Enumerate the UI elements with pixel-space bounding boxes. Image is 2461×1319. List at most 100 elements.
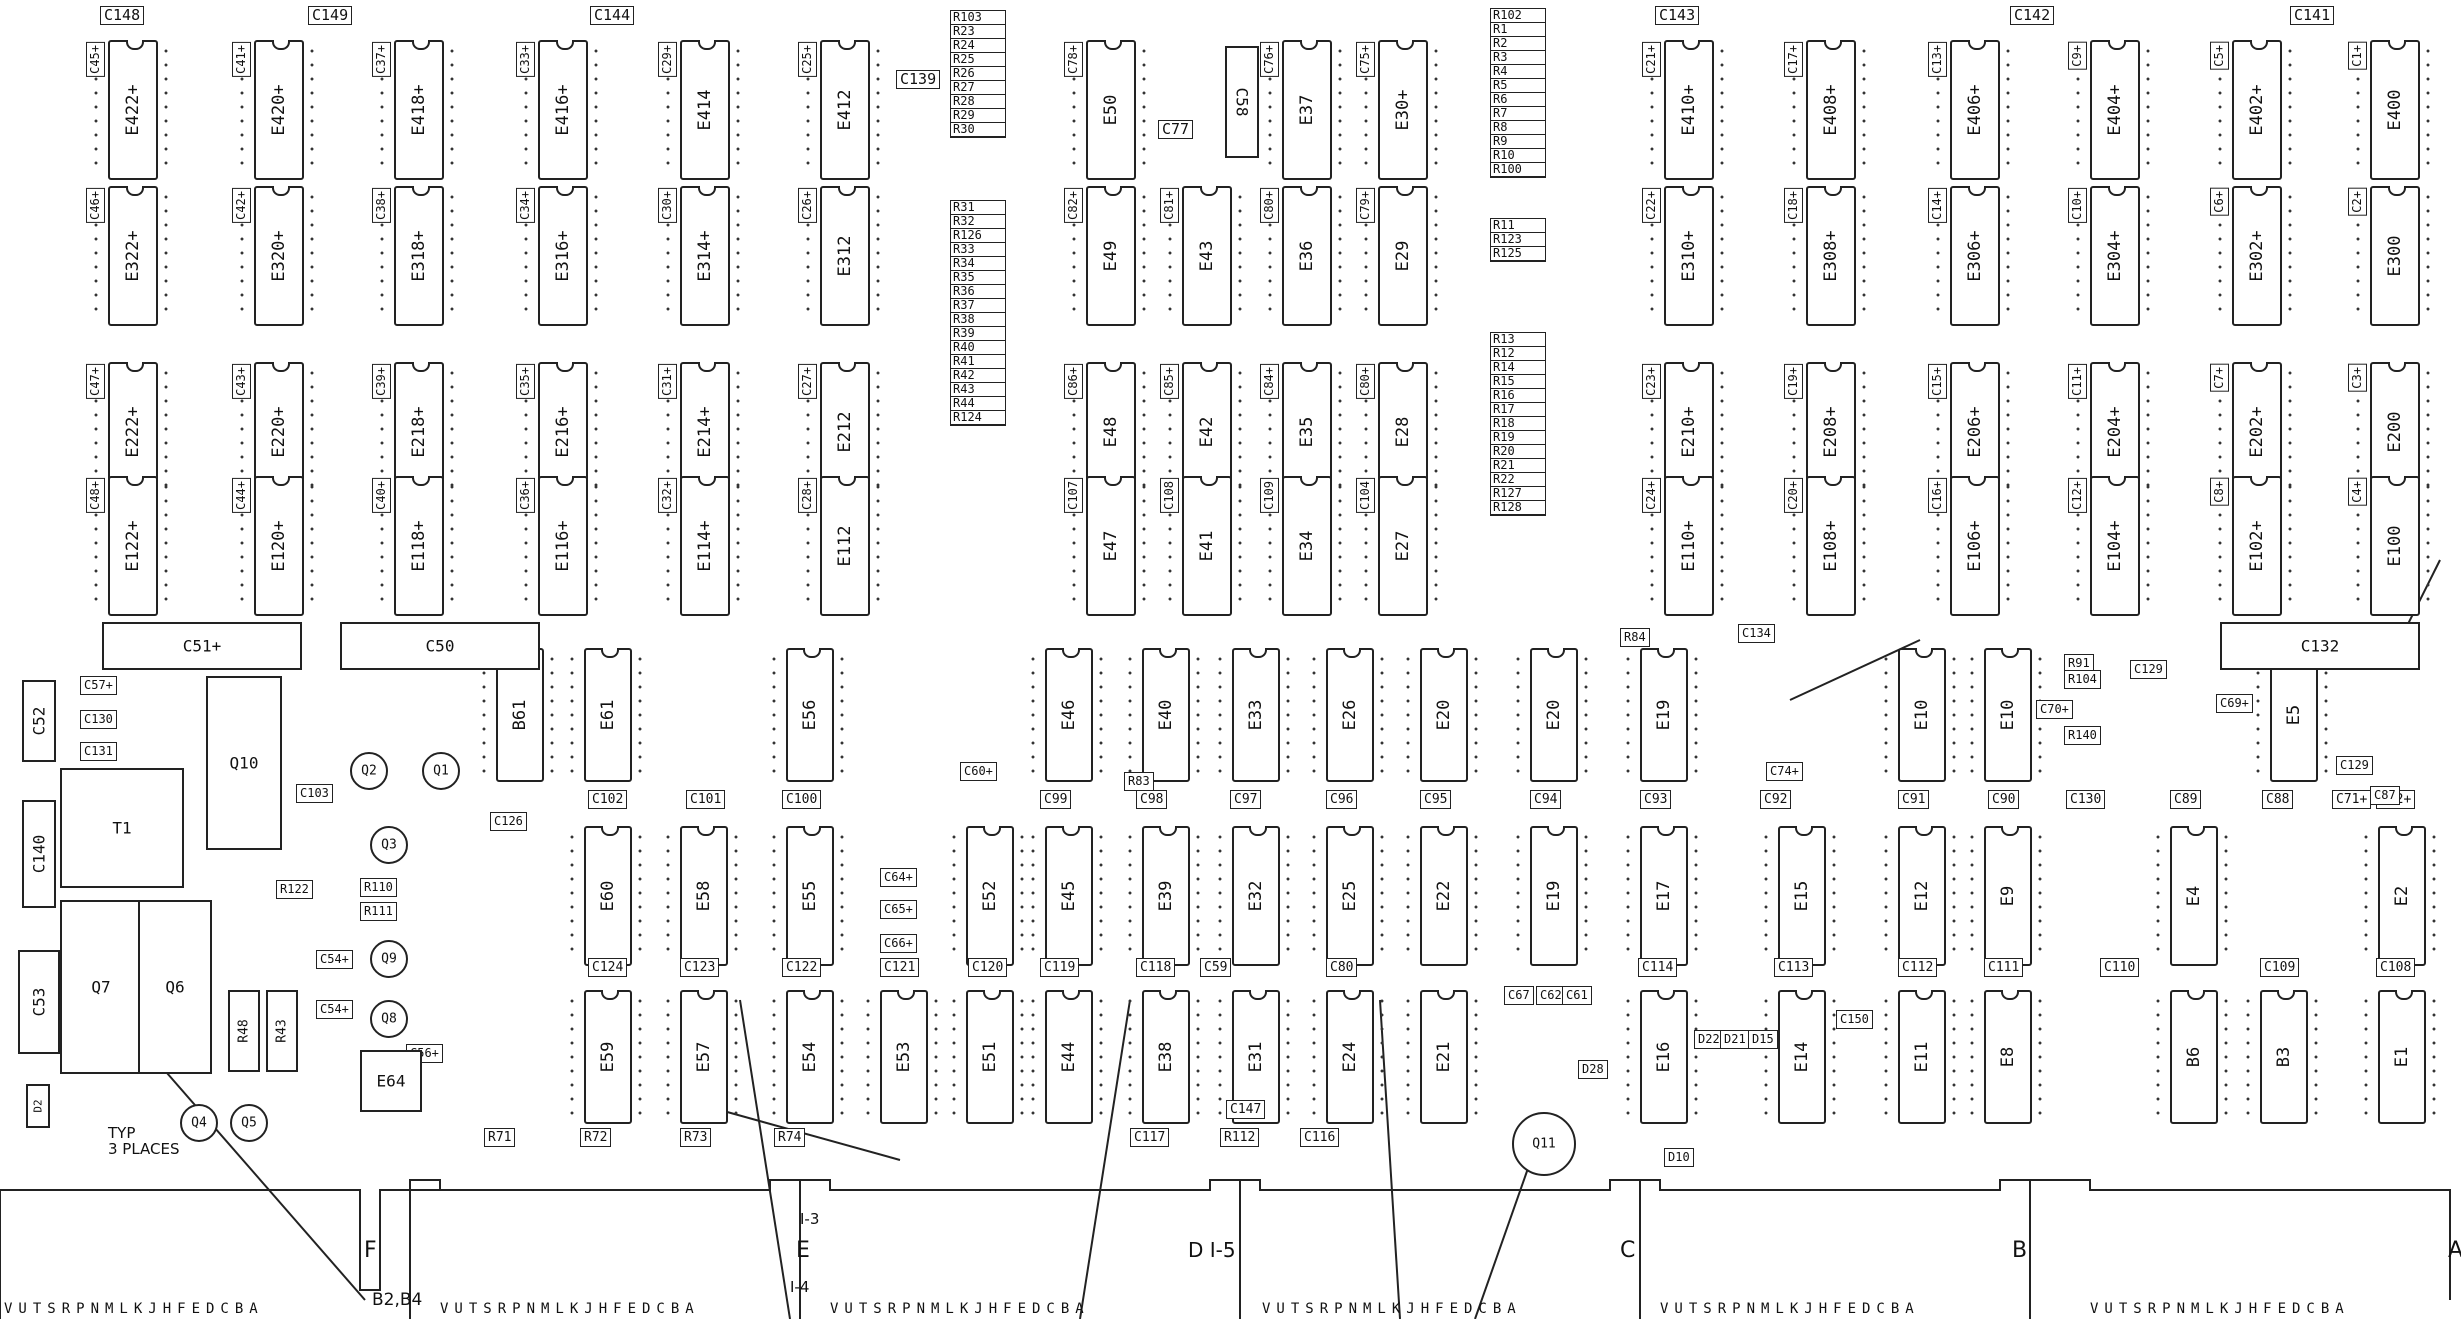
c139-label: C139 — [900, 70, 937, 88]
chip-row7-16-pins-right — [2428, 994, 2440, 1116]
chip-row7-4-label: E51 — [980, 1041, 1000, 1073]
transistor-q3-label: Q3 — [381, 837, 397, 853]
chip-row1-11-label: E406+ — [1965, 84, 1985, 136]
resistor-res_mid_b-11: R41 — [951, 355, 1005, 369]
chip-row2-15-pins-right — [2422, 190, 2434, 318]
chip-row3-3-pins-right — [590, 366, 602, 494]
chip-row7-8-label: E24 — [1340, 1041, 1360, 1073]
chip-row5-0-pins-left — [478, 652, 490, 774]
header-label-5: C141 — [2290, 6, 2335, 25]
chip-row1-4: E414 — [680, 40, 730, 180]
resistor-res_mid_b-13: R43 — [951, 383, 1005, 397]
chip-row7-16-pins-left — [2360, 994, 2372, 1116]
chip-row1-12-pins-left — [2072, 44, 2084, 172]
chip-row4-5-notch — [838, 476, 856, 486]
chip-row5-12: E5 — [2270, 648, 2318, 782]
chip-row6-11: E15 — [1778, 826, 1826, 966]
chip-row4-7: E41 — [1182, 476, 1232, 616]
chip-row5-2-pins-right — [836, 652, 848, 774]
chip-row3-10-pins-right — [1716, 366, 1728, 494]
chip-row2-2: E318+ — [394, 186, 444, 326]
cap-row1-1: C41+ — [232, 42, 251, 77]
cap-row4-0: C48+ — [86, 478, 105, 513]
chip-row5-6-pins-right — [1376, 652, 1388, 774]
chip-row6-0-notch — [601, 826, 619, 836]
chip-row5-9-notch — [1657, 648, 1675, 658]
chip-row6-10-pins-left — [1622, 830, 1634, 958]
chip-row6-5-pins-left — [1124, 830, 1136, 958]
chip-row7-3-pins-left — [862, 994, 874, 1116]
chip-row2-8: E36 — [1282, 186, 1332, 326]
resistor-res_mid_b-4: R34 — [951, 257, 1005, 271]
resistor-res_mid_b-10: R40 — [951, 341, 1005, 355]
chip-row3-5-pins-right — [872, 366, 884, 494]
chip-row7-5-pins-right — [1095, 994, 1107, 1116]
chip-row1-7-pins-right — [1334, 44, 1346, 172]
chip-row1-6-pins-right — [1138, 44, 1150, 172]
chip-row3-15-pins-left — [2352, 366, 2364, 494]
chip-row3-6-pins-right — [1138, 366, 1150, 494]
c53-label: C53 — [29, 987, 49, 1017]
chip-row5-10-notch — [1915, 648, 1933, 658]
chip-row3-9-label: E28 — [1393, 416, 1413, 448]
chip-row7-14-label: B6 — [2184, 1046, 2204, 1068]
chip-row7-3-pins-right — [930, 994, 942, 1116]
connector-mark-i4: I-4 — [790, 1278, 810, 1296]
chip-row2-15: E300 — [2370, 186, 2420, 326]
chip-row1-2-notch — [412, 40, 430, 50]
chip-row2-9-pins-right — [1430, 190, 1442, 318]
chip-row7-11: E14 — [1778, 990, 1826, 1124]
chip-row5-4-pins-left — [1124, 652, 1136, 774]
chip-row4-8-label: E34 — [1297, 530, 1317, 562]
chip-row5-2: E56 — [786, 648, 834, 782]
resistor-res_mid_b-6: R36 — [951, 285, 1005, 299]
chip-row1-2-pins-right — [446, 44, 458, 172]
chip-row7-6-pins-right — [1192, 994, 1204, 1116]
chip-row6-2-pins-right — [836, 830, 848, 958]
chip-row2-12-pins-right — [2002, 190, 2014, 318]
chip-row7-1-notch — [697, 990, 715, 1000]
chip-row2-11-pins-right — [1858, 190, 1870, 318]
chip-row4-5: E112 — [820, 476, 870, 616]
chip-row2-15-pins-left — [2352, 190, 2364, 318]
chip-row1-13-notch — [2250, 40, 2268, 50]
transistor-q11-label: Q11 — [1532, 1136, 1556, 1152]
c51-label: C51+ — [182, 636, 222, 656]
chip-row3-14-notch — [2250, 362, 2268, 372]
chip-row6-13-pins-left — [1966, 830, 1978, 958]
chip-row5-5-pins-right — [1282, 652, 1294, 774]
misc-label-4: R122 — [276, 880, 313, 899]
bridge-e64: E64 — [360, 1050, 422, 1112]
cap-row7-0: R71 — [484, 1128, 516, 1147]
chip-row7-0-notch — [601, 990, 619, 1000]
cap-row6-2: C122 — [782, 958, 822, 977]
chip-row6-8-label: E22 — [1434, 880, 1454, 912]
chip-row7-6-pins-left — [1124, 994, 1136, 1116]
chip-row5-5-notch — [1249, 648, 1267, 658]
transistor-q4: Q4 — [180, 1104, 218, 1142]
chip-row5-11-label: E10 — [1998, 699, 2018, 731]
chip-row7-14: B6 — [2170, 990, 2218, 1124]
chip-row3-0-label: E222+ — [123, 406, 143, 458]
cap-row4-9: C104 — [1356, 478, 1375, 513]
cap-row1-14: C1+ — [2348, 42, 2367, 70]
misc-label-5: R110 — [360, 878, 397, 897]
cap-row6-5: C119 — [1040, 958, 1080, 977]
cap-row5-16: C71+ — [2332, 790, 2372, 809]
resistor-res_mid_a-0: R11 — [1491, 219, 1545, 233]
resistor-res_mid_a-1: R123 — [1491, 233, 1545, 247]
chip-row6-10-label: E17 — [1654, 880, 1674, 912]
chip-row7-6-label: E38 — [1156, 1041, 1176, 1073]
chip-row4-14-pins-left — [2214, 480, 2226, 608]
chip-row1-9: E410+ — [1664, 40, 1714, 180]
misc-label-33: D10 — [1664, 1148, 1694, 1167]
chip-row6-12-pins-right — [1948, 830, 1960, 958]
chip-row2-3-notch — [556, 186, 574, 196]
chip-row5-5: E33 — [1232, 648, 1280, 782]
chip-row5-7-pins-right — [1470, 652, 1482, 774]
chip-row5-6-notch — [1343, 648, 1361, 658]
chip-row7-4-pins-left — [948, 994, 960, 1116]
chip-row6-1-pins-left — [662, 830, 674, 958]
pin-row-6: VUTSRPNMLKJHFEDCBA — [2090, 1301, 2350, 1317]
